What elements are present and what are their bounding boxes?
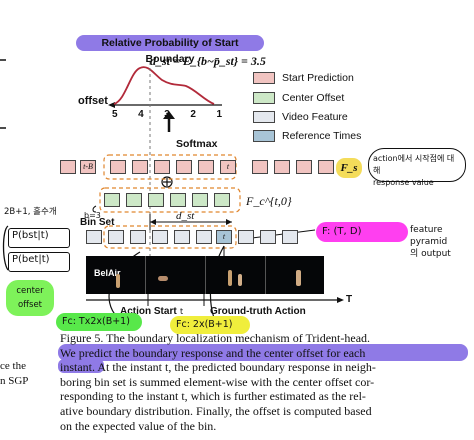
tick: 5: [112, 109, 118, 120]
action-start-label: Action Start: [120, 306, 177, 317]
pred-cell: [198, 160, 214, 174]
bin-set-label: Bin Set: [80, 217, 115, 228]
video-cell: [108, 230, 124, 244]
legend-swatch: [253, 72, 275, 84]
offset-cell: [126, 193, 142, 207]
dancer: [158, 276, 168, 281]
pred-cell: [318, 160, 334, 174]
video-cell: [260, 230, 276, 244]
legend-swatch: [253, 130, 275, 142]
video-cell: [282, 230, 298, 244]
feature-pyramid-note: feature pyramid 의 output: [410, 224, 474, 260]
dancer: [296, 270, 301, 286]
pred-cell: [252, 160, 268, 174]
legend-label: Video Feature: [282, 111, 348, 123]
response-note-line: response value: [373, 178, 434, 187]
video-cell: [174, 230, 190, 244]
response-note: action에서 시작점에 대해 response value: [368, 148, 466, 187]
video-cell: [130, 230, 146, 244]
f-shape-note: F: (T, D): [316, 222, 408, 242]
pred-cell: [176, 160, 192, 174]
caption-line: ative boundary distribution. Finally, th…: [60, 403, 372, 418]
gaussian-note: 2B+1, 홀수개: [4, 207, 57, 217]
offset-ticks: 5 4 3 2 1: [112, 109, 222, 120]
center-offset-note-line: offset: [17, 300, 43, 310]
pred-cell-tb: t-B: [80, 160, 96, 174]
feature-pyramid-line: 의 output: [410, 249, 451, 259]
offset-axis-label: offset: [78, 95, 108, 107]
tick: 1: [216, 109, 222, 120]
b3-note: b=3: [84, 211, 101, 220]
figure-banner-title: Relative Probability of Start Boundary: [76, 35, 264, 65]
tick: 3: [164, 109, 170, 120]
caption-line: We predict the boundary response and the…: [60, 345, 366, 360]
time-axis-label: T: [346, 294, 353, 305]
center-offset-note-line: center: [16, 286, 44, 296]
p-bet-note: P(bet|t): [12, 254, 50, 265]
video-cell: [86, 230, 102, 244]
video-frames: BelAir: [86, 256, 324, 294]
legend-label: Center Offset: [282, 92, 345, 104]
reference-cell-t: t: [216, 230, 232, 244]
offset-cell: [148, 193, 164, 207]
fc-green-note: Fc: Tx2x(B+1): [56, 313, 142, 331]
fc-label: F_c^{t,0}: [246, 194, 292, 208]
feature-pyramid-line: feature pyramid: [410, 225, 448, 247]
pred-cell-t: t: [220, 160, 236, 174]
belair-logo: BelAir: [94, 268, 121, 278]
video-cell: [196, 230, 212, 244]
left-margin-text: n SGP: [0, 375, 29, 387]
pred-cell: [154, 160, 170, 174]
offset-bin-bracket: [99, 187, 241, 213]
left-margin-text: ce the: [0, 360, 26, 372]
dst-label: d_st: [176, 210, 195, 222]
p-bst-note: P(bst|t): [12, 230, 49, 241]
caption-line: on the expected value of the bin.: [60, 418, 217, 433]
response-note-line: action에서 시작점에 대해: [373, 154, 455, 175]
fc-yellow-note: Fc: 2x(B+1): [170, 316, 250, 334]
caption-line: instant. At the instant t, the predicted…: [60, 360, 376, 375]
legend-swatch: [253, 92, 275, 104]
caption-highlight: [58, 359, 104, 373]
pred-bin-bracket: [103, 154, 237, 180]
caption-line: Figure 5. The boundary localization mech…: [60, 331, 371, 345]
fc-yellow-t: t: [180, 307, 184, 316]
offset-cell: [104, 193, 120, 207]
fs-label: F_s: [336, 158, 362, 178]
pred-cell: [132, 160, 148, 174]
pred-cell: [110, 160, 126, 174]
pred-cell: [296, 160, 312, 174]
offset-cell: [214, 193, 230, 207]
caption-line: boring bin set is summed element-wise wi…: [60, 374, 375, 389]
legend-label: Reference Times: [282, 130, 362, 142]
dancer: [228, 270, 232, 286]
softmax-label: Softmax: [176, 138, 218, 150]
pred-cell: [60, 160, 76, 174]
caption-line: responding to the instant t, which is fu…: [60, 389, 366, 404]
dancer: [116, 274, 120, 288]
expected-value-equation: d_st = E_{b~p̄_st} = 3.5: [150, 54, 266, 68]
pred-cell: [274, 160, 290, 174]
p-bst-box: [8, 228, 70, 248]
video-cell: [152, 230, 168, 244]
legend-swatch: [253, 111, 275, 123]
legend-label: Start Prediction: [282, 72, 354, 84]
ground-truth-label: Ground-truth Action: [210, 306, 306, 317]
offset-cell: [170, 193, 186, 207]
tick: 4: [138, 109, 144, 120]
offset-cell: [192, 193, 208, 207]
center-offset-note: center offset: [6, 280, 54, 316]
video-cell: [238, 230, 254, 244]
figure-caption: Figure 5. The boundary localization mech…: [60, 331, 470, 433]
distribution-curve: [113, 66, 215, 105]
caption-highlight: [58, 344, 468, 361]
tick: 2: [190, 109, 196, 120]
bin-set-bracket: [103, 225, 237, 249]
dancer: [238, 274, 242, 286]
p-bet-box: [8, 252, 70, 272]
